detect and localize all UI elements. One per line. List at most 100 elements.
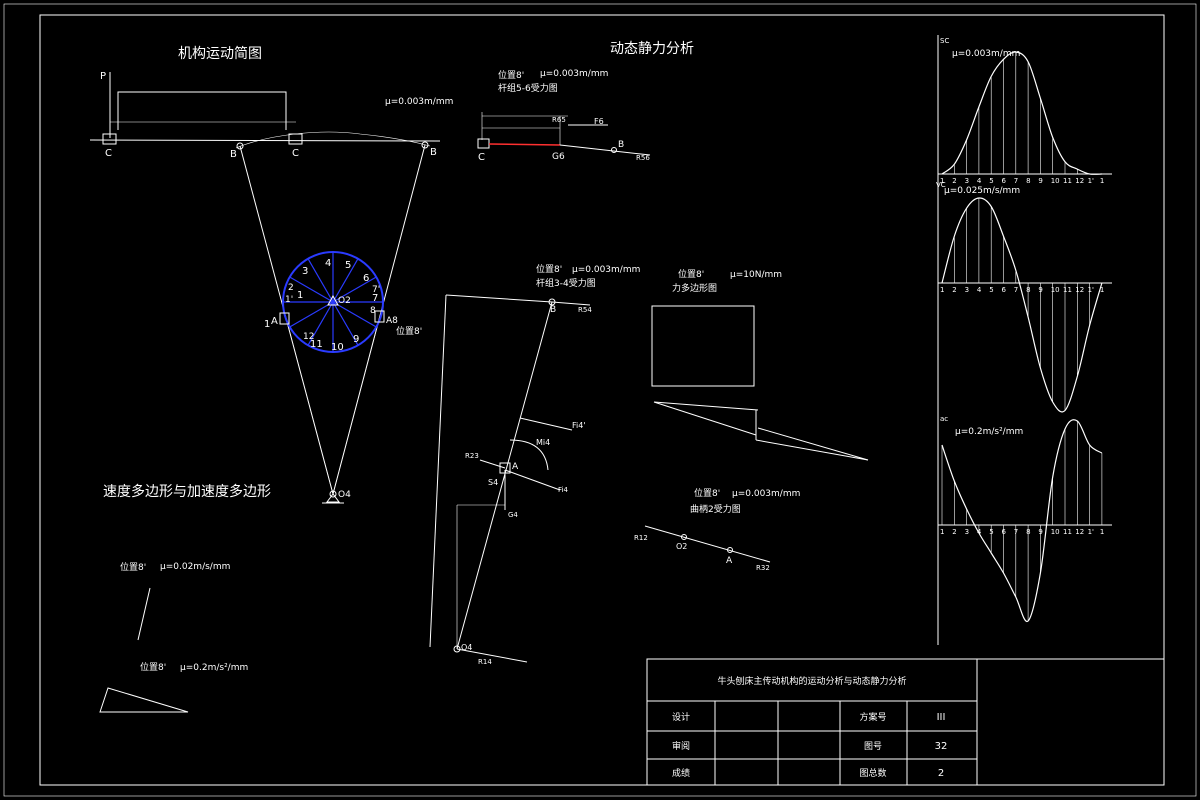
label-g6: G6 [552, 152, 565, 162]
label-one: 1 [264, 319, 270, 330]
crank-num-7: 7 [372, 293, 378, 304]
label-o4: O4 [338, 490, 351, 500]
polygon-56 [651, 305, 755, 387]
group-a: 杆组5-6受力图 [498, 82, 558, 94]
label-r65: R65 [552, 116, 566, 124]
crank-num-5: 5 [345, 260, 351, 271]
label-o2: O2 [338, 296, 351, 306]
curve-line [941, 51, 1102, 175]
stroke-rectangle [117, 91, 287, 130]
scale-b: μ=0.003m/mm [572, 265, 640, 275]
motion-curves: SC μ=0.003m/mm VC μ=0.025m/s/mm ac μ=0.2… [936, 35, 1112, 645]
scale-a: μ=0.003m/mm [540, 69, 608, 79]
x-tick-label: 8 [1026, 528, 1030, 536]
slider-c3 [477, 138, 490, 149]
x-tick-label: 5 [989, 286, 993, 294]
x-tick-label: 10 [1051, 286, 1060, 294]
moment-mi4 [509, 439, 549, 471]
crank-pivot-o2 [327, 294, 339, 306]
crank-num-12: 12 [303, 332, 314, 342]
crank-num-8: 8 [370, 306, 376, 316]
x-tick-label: 8 [1026, 286, 1030, 294]
crank-num-2: 2 [288, 283, 294, 293]
vc-ylabel: VC [936, 181, 946, 189]
slider-c-right [288, 133, 303, 145]
crank2-diagram: 位置8' μ=0.003m/mm 曲柄2受力图 R12 O2 A R32 [634, 487, 800, 572]
review-label: 审阅 [672, 740, 690, 752]
crank-spoke [332, 301, 377, 328]
velocity-polygon [137, 587, 151, 641]
group56-diagram: 位置8' μ=0.003m/mm 杆组5-6受力图 C G6 B F6 R65 … [477, 69, 651, 163]
crank-spoke [332, 276, 377, 303]
x-tick-label: 2 [952, 528, 956, 536]
crank-spokes [283, 252, 383, 352]
design-label: 设计 [672, 711, 690, 723]
label-r56: R56 [636, 154, 650, 162]
group-b: 杆组3-4受力图 [536, 277, 596, 289]
x-tick-label: 12 [1075, 528, 1084, 536]
path-curve [235, 131, 431, 149]
label-o4b: O4 [461, 643, 472, 652]
outer-border [3, 3, 1197, 797]
force-r54 [551, 301, 591, 306]
mech-scale: μ=0.003m/mm [385, 97, 453, 107]
x-tick-label: 7 [1014, 286, 1018, 294]
label-r54: R54 [578, 306, 592, 314]
label-p: P [100, 71, 106, 82]
joint-b4 [548, 298, 556, 306]
curve-line [941, 197, 1103, 413]
polygon-34-d [755, 439, 869, 461]
polygon-34-e [757, 427, 869, 461]
label-o2b: O2 [676, 542, 687, 551]
x-tick-label: 1' [1088, 286, 1094, 294]
x-tick-label: 9 [1038, 177, 1042, 185]
x-tick-label: 7 [1014, 528, 1018, 536]
scale-v: μ=0.02m/s/mm [160, 562, 230, 572]
rocker-pos8 [332, 315, 381, 495]
x-tick-label: 7 [1014, 177, 1018, 185]
crank-num-9: 9 [353, 334, 359, 345]
total-label: 图总数 [859, 767, 886, 779]
label-b1: B [230, 149, 237, 160]
crank-spoke [289, 301, 334, 328]
drawing-label: 图号 [864, 741, 882, 752]
force-r23 [479, 459, 506, 469]
label-r12: R12 [634, 534, 648, 542]
crank2-link [644, 525, 771, 563]
ac-ylabel: ac [940, 415, 948, 423]
x-tick-label: 1 [940, 528, 944, 536]
pos-d: 位置8' [694, 487, 720, 499]
link-56 [559, 144, 651, 156]
position-8-mark: 位置8' [396, 325, 422, 337]
scale-c: μ=10N/mm [730, 270, 782, 280]
label-a8: A8 [386, 316, 398, 326]
group34-diagram: 位置8' μ=0.003m/mm 杆组3-4受力图 B R54 Fi4' Mi4… [429, 263, 640, 666]
crank-num-4: 4 [325, 258, 331, 269]
kinematic-polygons: 位置8' μ=0.02m/s/mm 位置8' μ=0.2m/s²/mm [99, 561, 248, 713]
x-tick-label: 8 [1026, 177, 1030, 185]
x-tick-label: 12 [1075, 177, 1084, 185]
x-tick-label: 1' [1088, 177, 1094, 185]
x-tick-label: 3 [965, 177, 969, 185]
curve-line [941, 419, 1103, 623]
label-a5: A [726, 556, 733, 566]
pivot-o4 [329, 490, 337, 498]
x-tick-label: 11 [1063, 528, 1072, 536]
label-b2: B [430, 147, 437, 158]
mechanism-sketch: P C B C B μ=0.003m/mm O2 A 1 A8 位置8' 1 3… [89, 71, 453, 504]
joint-a5 [727, 547, 733, 553]
force-polygon: 位置8' μ=10N/mm 力多边形图 [651, 268, 869, 461]
label-fi4p: Fi4' [572, 421, 586, 430]
joint-b3 [611, 147, 617, 153]
label-c1: C [105, 148, 112, 159]
crank-spoke [307, 258, 334, 303]
slider-c-left [102, 133, 117, 145]
polygon-34-a [653, 401, 757, 436]
label-mi4: Mi4 [536, 438, 550, 447]
x-tick-label: 9 [1038, 286, 1042, 294]
force-fi4p [519, 417, 573, 431]
group-c: 力多边形图 [672, 282, 717, 294]
scheme-label: 方案号 [859, 711, 886, 723]
label-r14: R14 [478, 658, 492, 666]
